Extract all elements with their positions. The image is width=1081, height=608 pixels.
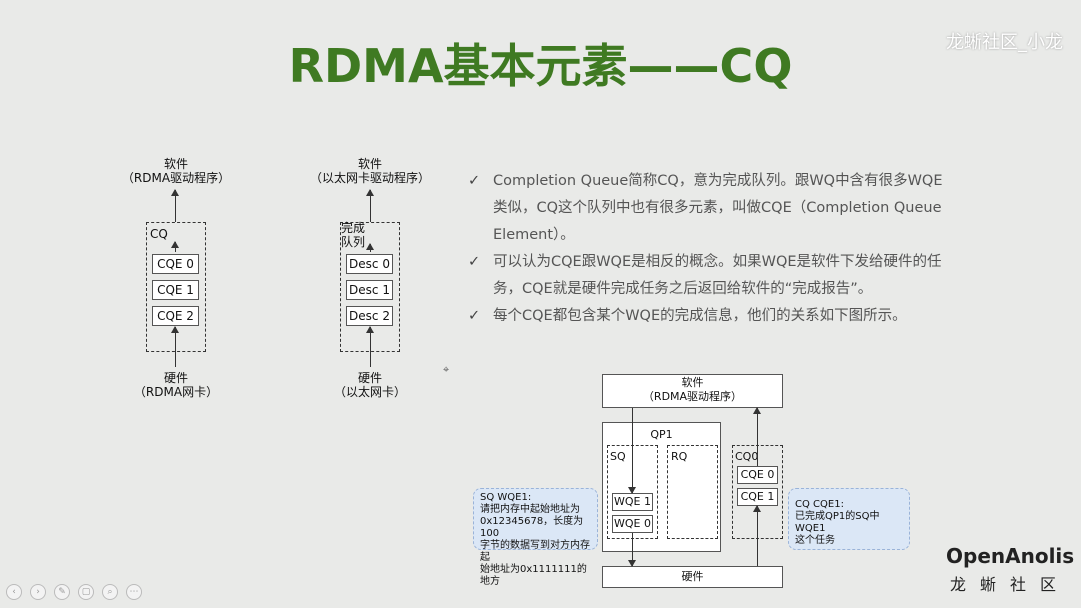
note-line: 字节的数据写到对方内存起	[480, 540, 590, 563]
mouse-cursor-icon: ⌖	[443, 363, 450, 376]
bullet-item: ✓ 每个CQE都包含某个WQE的完成信息，他们的关系如下图所示。	[468, 303, 948, 330]
left-cq-label: CQ	[150, 227, 168, 241]
wqe0-cell: WQE 0	[612, 515, 653, 533]
note-line: 这个任务	[795, 535, 835, 546]
bullet-text: 可以认为CQE跟WQE是相反的概念。如果WQE是软件下发给硬件的任务，CQE就是…	[493, 254, 942, 297]
mid-cell-2: Desc 2	[346, 306, 393, 326]
check-icon: ✓	[468, 254, 481, 270]
check-icon: ✓	[468, 173, 481, 189]
page-title: RDMA基本元素——CQ	[288, 39, 793, 93]
hardware-box	[602, 566, 783, 588]
mid-bottom-label-1: 硬件	[357, 371, 382, 385]
left-up-arrow-top	[171, 189, 179, 222]
sq-label: SQ	[610, 450, 626, 463]
mid-top-label-2: （以太网卡驱动程序）	[309, 171, 430, 185]
mid-queue-label-1: 完成	[341, 221, 366, 235]
bullet-text: 每个CQE都包含某个WQE的完成信息，他们的关系如下图所示。	[493, 308, 907, 324]
bullet-item: ✓ Completion Queue简称CQ，意为完成队列。跟WQ中含有很多WQ…	[468, 168, 948, 249]
qp1-label: QP1	[650, 428, 673, 441]
left-inner-arrow	[171, 241, 179, 252]
left-bottom-label-1: 硬件	[163, 371, 188, 385]
hardware-label: 硬件	[681, 570, 704, 583]
up-arrow-to-software	[753, 407, 761, 466]
mid-queue-label-2: 队列	[341, 235, 366, 249]
bullet-text: Completion Queue简称CQ，意为完成队列。跟WQ中含有很多WQE类…	[493, 173, 943, 243]
logo-subtitle: 龙蜥社区	[950, 575, 1071, 594]
left-cell-1: CQE 1	[152, 280, 199, 300]
down-arrow-to-sq	[628, 408, 636, 494]
next-slide-icon[interactable]: ›	[30, 584, 46, 600]
mid-up-arrow-top	[366, 189, 374, 222]
rq-label: RQ	[671, 450, 688, 463]
rq-box	[667, 445, 718, 539]
software-label-1: 软件	[681, 376, 704, 389]
mid-top-label-1: 软件	[357, 157, 382, 171]
mid-cell-1: Desc 1	[346, 280, 393, 300]
cqe1-cell: CQE 1	[737, 488, 778, 506]
check-icon: ✓	[468, 308, 481, 324]
note-line: 始地址为0x1111111的地方	[480, 564, 587, 587]
left-top-label-2: （RDMA驱动程序）	[121, 171, 231, 185]
watermark: 龙蜥社区_小龙	[946, 32, 1063, 53]
cq0-label: CQ0	[735, 450, 759, 463]
left-cq-box	[146, 222, 206, 352]
mid-bottom-label-2: （以太网卡）	[333, 385, 406, 399]
bullet-item: ✓ 可以认为CQE跟WQE是相反的概念。如果WQE是软件下发给硬件的任务，CQE…	[468, 249, 948, 303]
down-arrow-to-hardware	[628, 533, 636, 567]
left-bottom-label-2: （RDMA网卡）	[133, 385, 219, 399]
left-up-arrow-bottom	[171, 326, 179, 367]
zoom-icon[interactable]: ⌕	[102, 584, 118, 600]
mid-cell-0: Desc 0	[346, 254, 393, 274]
software-box	[602, 374, 783, 408]
note-line: SQ WQE1:	[480, 492, 532, 503]
note-line: 已完成QP1的SQ中WQE1	[795, 511, 880, 534]
pen-icon[interactable]: ✎	[54, 584, 70, 600]
left-top-label-1: 软件	[163, 157, 188, 171]
note-line: 请把内存中起始地址为	[480, 504, 580, 515]
bullet-list: ✓ Completion Queue简称CQ，意为完成队列。跟WQ中含有很多WQ…	[468, 168, 948, 330]
mid-up-arrow-bottom	[366, 326, 374, 367]
more-options-icon[interactable]: ⋯	[126, 584, 142, 600]
software-label-2: （RDMA驱动程序）	[642, 390, 743, 403]
prev-slide-icon[interactable]: ‹	[6, 584, 22, 600]
up-arrow-from-hardware	[753, 505, 761, 566]
note-cq-cqe1: CQ CQE1: 已完成QP1的SQ中WQE1 这个任务	[788, 488, 910, 550]
slides-icon[interactable]: ▢	[78, 584, 94, 600]
wqe1-cell: WQE 1	[612, 493, 653, 511]
note-sq-wqe1: SQ WQE1: 请把内存中起始地址为 0x12345678，长度为100 字节…	[473, 488, 598, 587]
note-line: 0x12345678，长度为100	[480, 516, 584, 539]
mid-inner-arrow	[366, 243, 374, 252]
cqe0-cell: CQE 0	[737, 466, 778, 484]
left-cell-2: CQE 2	[152, 306, 199, 326]
note-line: CQ CQE1:	[795, 499, 844, 510]
left-cell-0: CQE 0	[152, 254, 199, 274]
openanolis-logo: OpenAnolis	[946, 544, 1075, 568]
